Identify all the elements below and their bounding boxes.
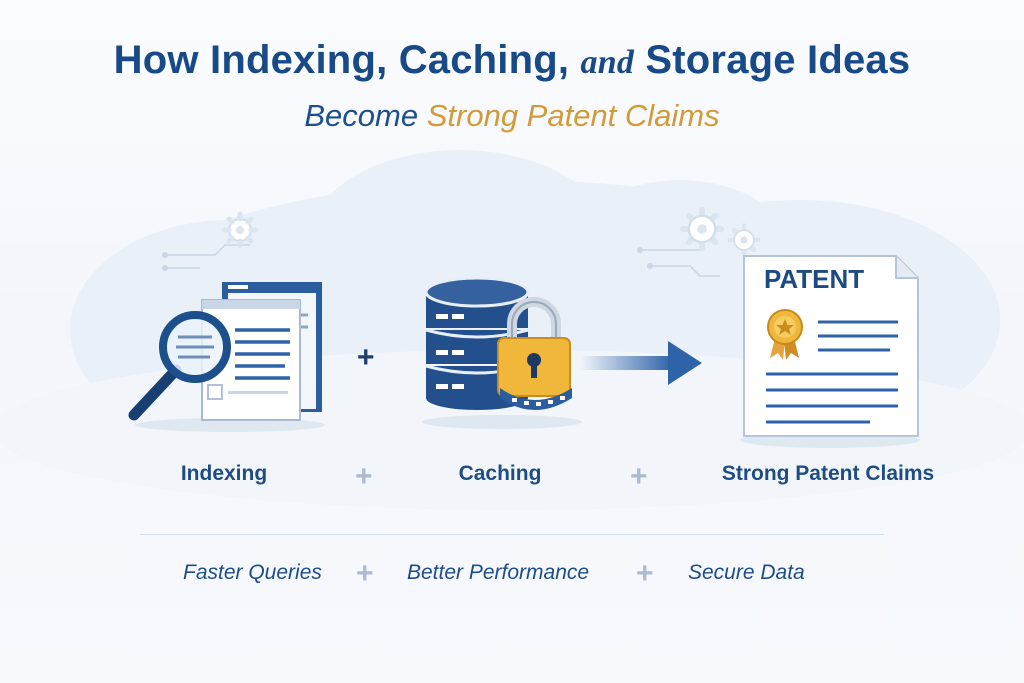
- database-lock-icon: [412, 272, 592, 432]
- label-indexing: Indexing: [166, 462, 282, 486]
- divider: [140, 534, 884, 535]
- gear-icon: [678, 205, 726, 253]
- plus-icon: +: [636, 559, 654, 589]
- gear-icon: [220, 210, 260, 250]
- label-caching: Caching: [440, 462, 560, 486]
- page-title: How Indexing, Caching, and Storage Ideas: [0, 38, 1024, 83]
- benefit-better-performance: Better Performance: [407, 561, 589, 585]
- plus-icon: +: [355, 462, 373, 492]
- plus-icon: +: [356, 559, 374, 589]
- page-subtitle: Become Strong Patent Claims: [0, 98, 1024, 134]
- benefit-secure-data: Secure Data: [688, 561, 805, 585]
- plus-icon: +: [630, 462, 648, 492]
- arrow-right-icon: [580, 335, 705, 391]
- patent-certificate-icon: PATENT: [730, 250, 930, 450]
- magnifier-document-icon: [120, 275, 340, 435]
- label-strong-patent-claims: Strong Patent Claims: [708, 462, 948, 486]
- plus-icon: +: [357, 343, 375, 373]
- benefit-faster-queries: Faster Queries: [183, 561, 322, 585]
- patent-heading: PATENT: [764, 264, 864, 294]
